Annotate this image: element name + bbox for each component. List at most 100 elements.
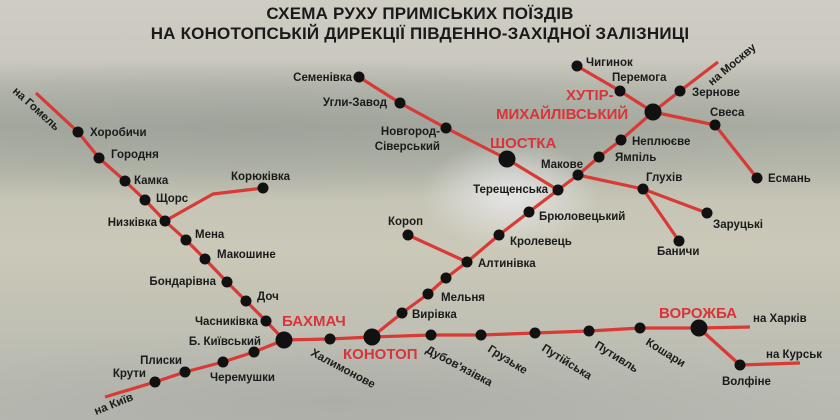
station-dot[interactable] — [72, 126, 84, 138]
background-haze — [0, 330, 840, 420]
station-dot[interactable] — [701, 207, 713, 219]
station-dot[interactable] — [179, 366, 191, 378]
station-dot[interactable] — [634, 322, 646, 334]
station-dot[interactable] — [324, 333, 336, 345]
map-title-line2: НА КОНОТОПСЬКІЙ ДИРЕКЦІЇ ПІВДЕННО-ЗАХІДН… — [150, 24, 690, 43]
station-dot[interactable] — [440, 122, 452, 134]
station-dot[interactable] — [217, 356, 229, 368]
station-dot[interactable] — [93, 152, 105, 164]
station-dot[interactable] — [475, 329, 487, 341]
station-dot[interactable] — [139, 194, 151, 206]
station-label: Корюківка — [231, 171, 291, 183]
map-title-line1: СХЕМА РУХУ ПРИМІСЬКИХ ПОЇЗДІВ — [266, 4, 574, 23]
station-dot[interactable] — [149, 376, 161, 388]
station-dot[interactable] — [523, 206, 535, 218]
railway-lines — [34, 60, 801, 399]
station-label: Неплюєве — [632, 136, 690, 148]
station-dot[interactable] — [493, 229, 505, 241]
hub-stations — [275, 103, 708, 349]
station-label: Путивль — [592, 339, 640, 375]
station-label: Волфіне — [722, 376, 771, 388]
station-label: Семенівка — [293, 72, 352, 84]
station-dot[interactable] — [461, 256, 473, 268]
station-dot[interactable] — [353, 71, 365, 83]
station-dot[interactable] — [709, 119, 721, 131]
hub-label-konotop: КОНОТОП — [343, 346, 418, 363]
station-dot[interactable] — [240, 295, 252, 307]
station-dot[interactable] — [674, 85, 686, 97]
station-label: Городня — [111, 149, 159, 161]
station-dot[interactable] — [159, 215, 171, 227]
station-label: Терещенська — [473, 184, 549, 196]
hub-station-dot-vorozhba[interactable] — [690, 319, 708, 337]
station-dot[interactable] — [529, 327, 541, 339]
direction-label: на Харків — [753, 313, 807, 325]
station-dot[interactable] — [572, 169, 584, 181]
station-label: Макове — [541, 159, 583, 171]
station-dot[interactable] — [180, 234, 192, 246]
station-label: Чигинок — [586, 57, 633, 69]
station-label: Новгород- — [381, 126, 440, 138]
station-label: Мена — [195, 229, 225, 241]
station-label: Зернове — [692, 87, 740, 99]
hub-station-dot-shostka[interactable] — [498, 150, 516, 168]
station-label: Крути — [113, 368, 146, 380]
station-dot[interactable] — [734, 359, 746, 371]
rail-line-korop-branch — [407, 233, 468, 264]
station-label: Есмань — [768, 173, 811, 185]
station-dot[interactable] — [260, 315, 272, 327]
station-label: Хоробичи — [90, 127, 147, 139]
station-dot[interactable] — [614, 85, 626, 97]
station-dot[interactable] — [593, 151, 605, 163]
station-dot[interactable] — [257, 182, 269, 194]
hub-label-shostka: ШОСТКА — [490, 135, 557, 152]
rail-line-hlukhiv-banychi — [641, 188, 681, 242]
direction-label: на Курськ — [766, 349, 822, 361]
station-label: Часниківка — [195, 316, 259, 328]
station-label: Баничи — [657, 246, 699, 258]
station-label: Бондарівна — [149, 276, 216, 288]
hub-station-dot-konotop[interactable] — [363, 328, 381, 346]
station-label: Дубов'язівка — [424, 344, 495, 389]
station-dot[interactable] — [119, 175, 131, 187]
hub-label-khutir: МИХАЙЛІВСЬКИЙ — [496, 105, 628, 123]
station-dot[interactable] — [673, 235, 685, 247]
rail-line-bakhmach-vorozhba — [283, 325, 751, 342]
hub-label-khutir: ХУТІР- — [566, 87, 614, 104]
station-label: Глухів — [646, 172, 682, 184]
station-label: Кролевець — [510, 236, 572, 248]
station-dot[interactable] — [552, 184, 564, 196]
station-dot[interactable] — [199, 253, 211, 265]
station-dot[interactable] — [751, 172, 763, 184]
station-label: Короп — [388, 216, 423, 228]
station-dot[interactable] — [422, 288, 434, 300]
station-label: Вирівка — [412, 309, 457, 321]
station-label: Угли-Завод — [323, 97, 388, 109]
station-label: Ямпіль — [615, 152, 656, 164]
hub-station-dot-bakhmach[interactable] — [275, 331, 293, 349]
station-label: Кошари — [643, 336, 687, 370]
station-label: Заруцькі — [713, 219, 763, 231]
station-dot[interactable] — [248, 346, 260, 358]
station-dot[interactable] — [221, 276, 233, 288]
station-label: Сіверський — [375, 141, 440, 153]
station-label: Камка — [134, 175, 169, 187]
station-dot[interactable] — [571, 60, 583, 72]
station-dot[interactable] — [637, 183, 649, 195]
station-label: Черемушки — [210, 372, 275, 384]
station-dot[interactable] — [615, 134, 627, 146]
station-label: Алтинівка — [478, 258, 536, 270]
station-dot[interactable] — [394, 97, 406, 109]
station-dot[interactable] — [440, 272, 452, 284]
station-dot[interactable] — [396, 307, 408, 319]
station-label: Щорс — [156, 193, 189, 205]
station-label: Доч — [257, 291, 279, 303]
station-label: Низківка — [108, 217, 158, 229]
station-dot[interactable] — [583, 325, 595, 337]
station-dot[interactable] — [402, 229, 414, 241]
station-dot[interactable] — [425, 329, 437, 341]
hub-station-dot-khutir[interactable] — [644, 103, 662, 121]
